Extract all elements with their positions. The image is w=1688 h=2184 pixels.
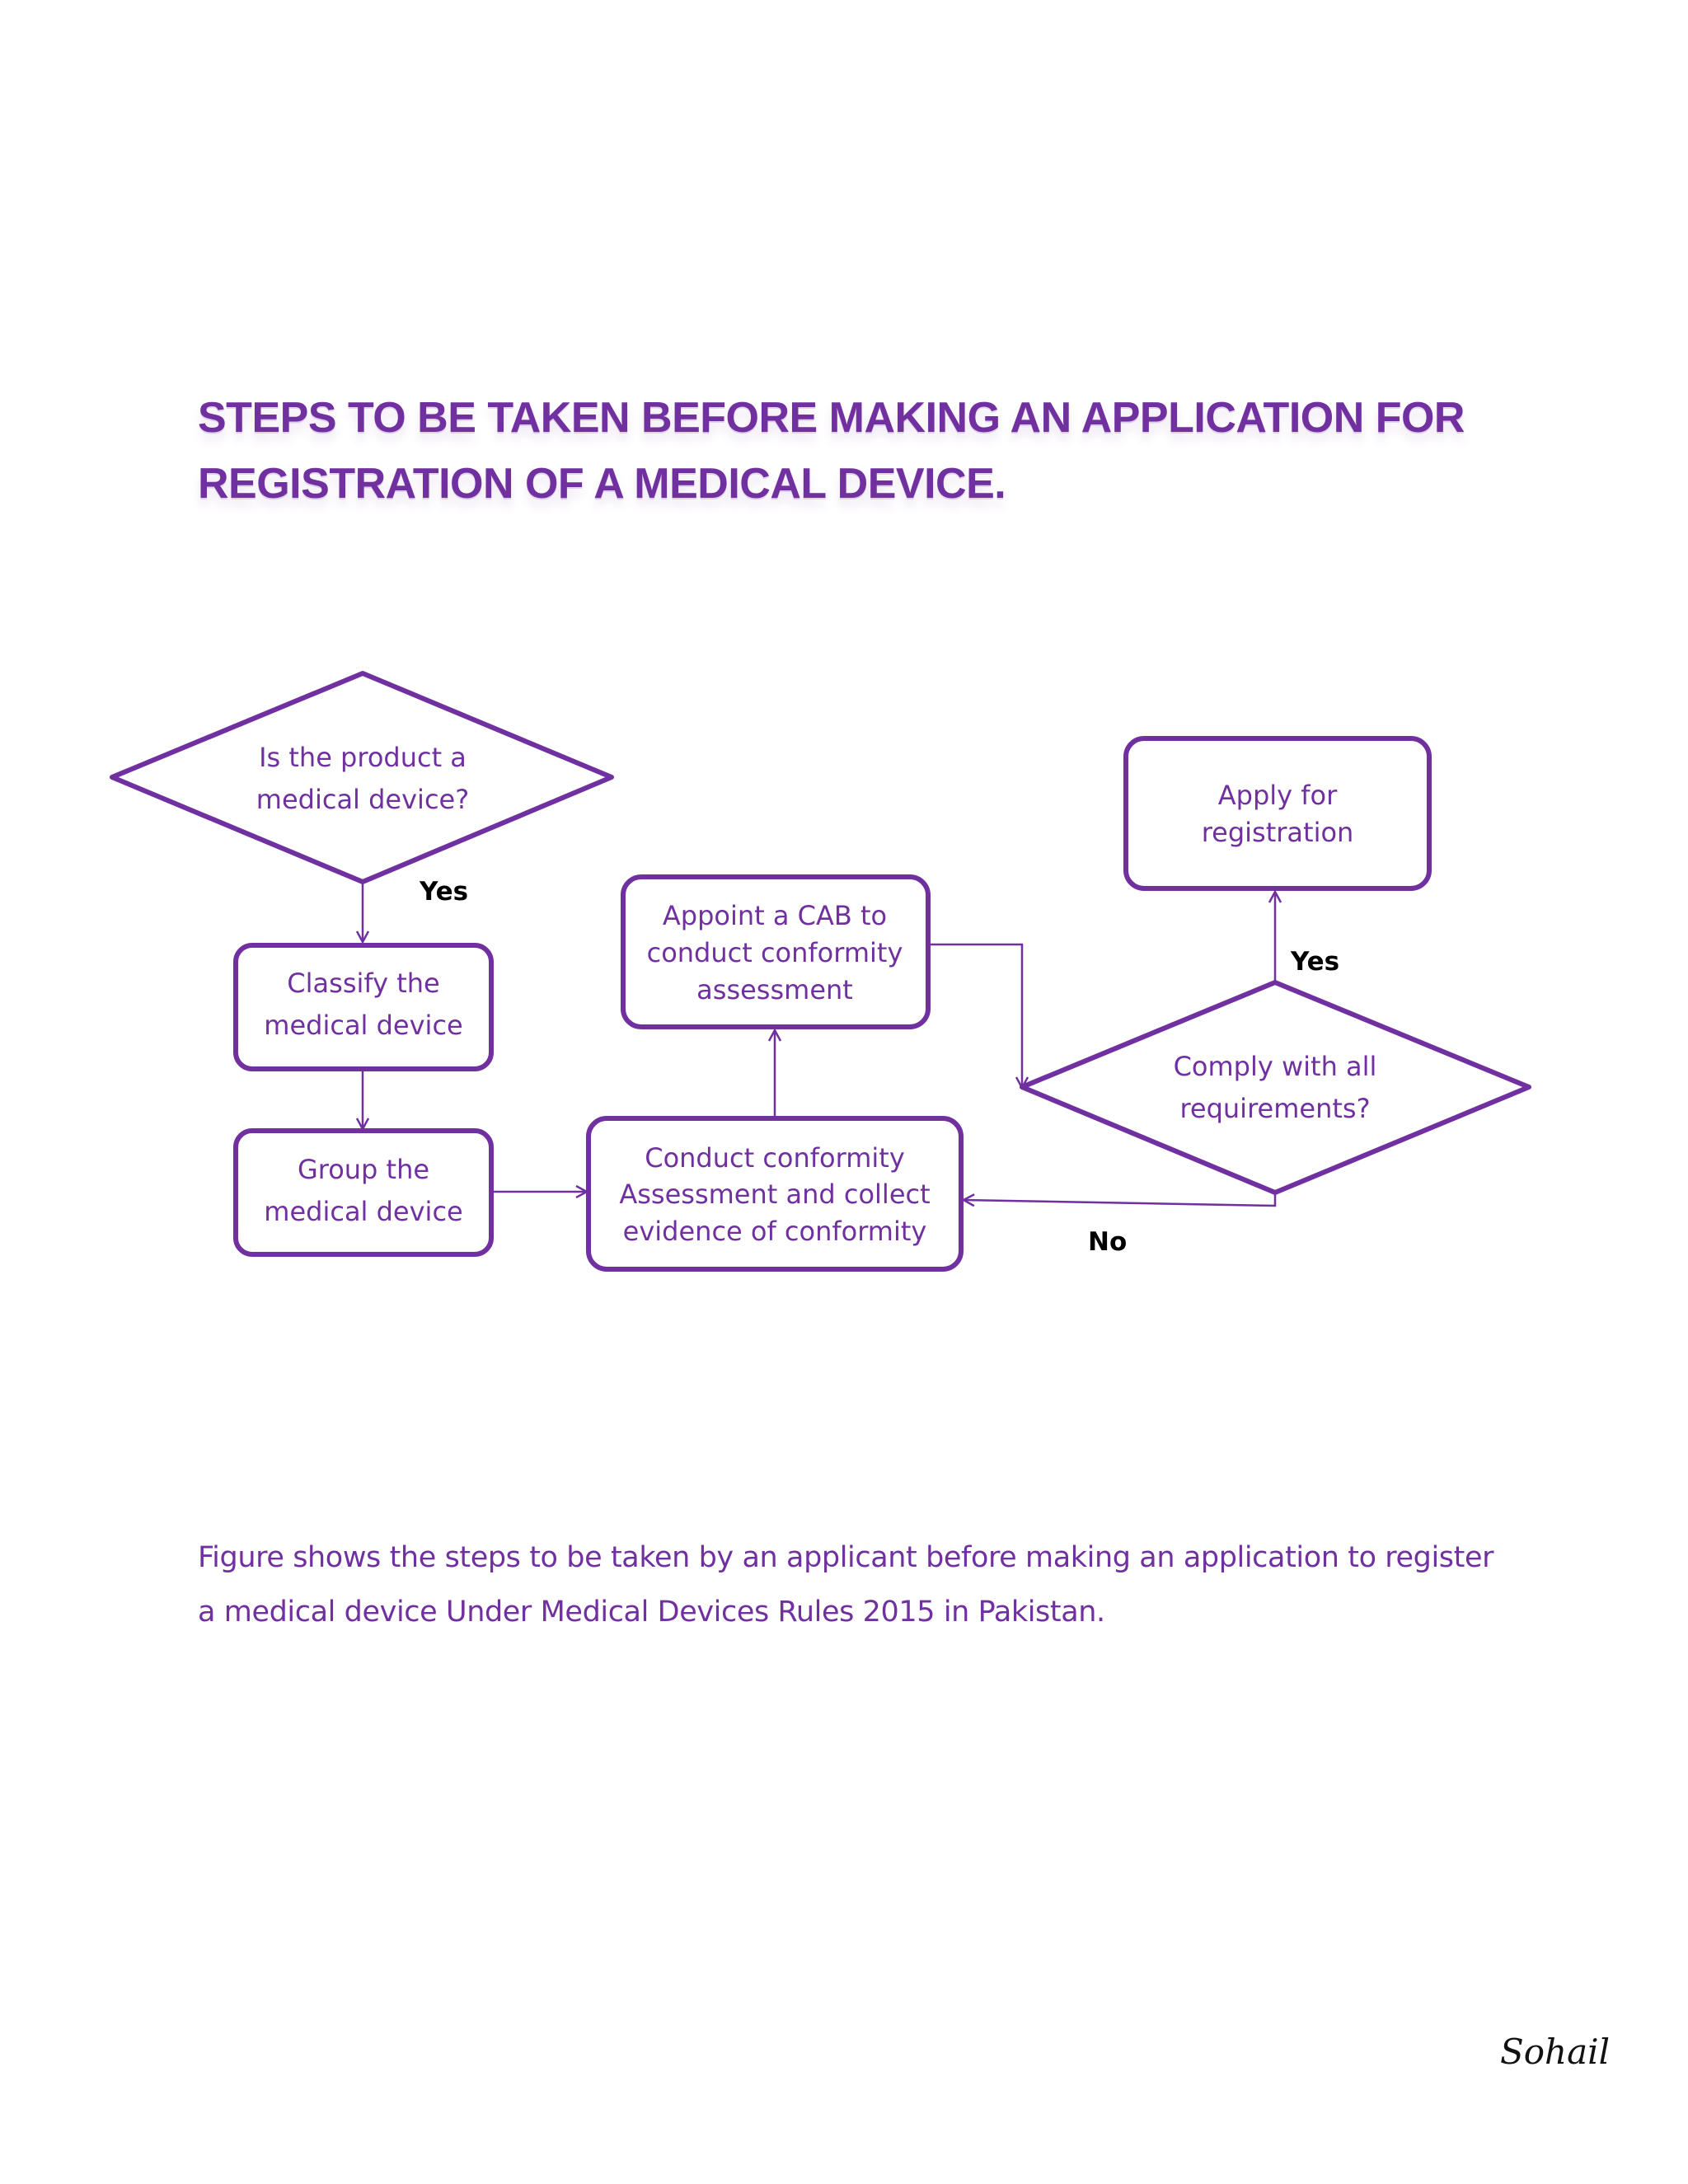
decision-comply-requirements: Comply with all requirements?: [1020, 980, 1531, 1195]
edge-label-yes-product: Yes: [419, 877, 468, 907]
step-appoint-cab: Appoint a CAB to conduct conformity asse…: [621, 874, 931, 1029]
page-title-line-2: REGISTRATION OF A MEDICAL DEVICE.: [198, 459, 1006, 508]
page-title: STEPS TO BE TAKEN BEFORE MAKING AN APPLI…: [198, 385, 1550, 517]
step-conduct-conformity-line-3: evidence of conformity: [623, 1216, 927, 1247]
decision-is-medical-device-line-1: Is the product a: [259, 742, 467, 773]
edge-label-no-comply: No: [1088, 1227, 1127, 1257]
step-classify: Classify the medical device: [233, 943, 494, 1071]
decision-comply-requirements-line-1: Comply with all: [1174, 1051, 1377, 1082]
edge-comply-to-conduct: [964, 1193, 1277, 1207]
decision-is-medical-device: Is the product a medical device?: [110, 671, 614, 884]
step-group: Group the medical device: [233, 1128, 494, 1257]
edge-label-yes-comply: Yes: [1290, 947, 1339, 977]
decision-comply-requirements-line-2: requirements?: [1179, 1093, 1370, 1124]
figure-caption: Figure shows the steps to be taken by an…: [198, 1541, 1494, 1629]
step-apply-registration: Apply for registration: [1123, 736, 1432, 891]
step-conduct-conformity-line-1: Conduct conformity: [645, 1142, 905, 1174]
page-title-line-1: STEPS TO BE TAKEN BEFORE MAKING AN APPLI…: [198, 393, 1465, 442]
step-classify-line-2: medical device: [264, 1010, 462, 1041]
step-group-line-1: Group the: [298, 1154, 429, 1185]
step-appoint-cab-line-2: conduct conformity: [647, 937, 903, 968]
step-apply-registration-line-2: registration: [1202, 817, 1354, 848]
step-appoint-cab-line-3: assessment: [696, 974, 853, 1005]
step-appoint-cab-line-1: Appoint a CAB to: [663, 900, 887, 931]
step-apply-registration-line-1: Apply for: [1218, 780, 1338, 811]
step-conduct-conformity-line-2: Assessment and collect: [619, 1179, 930, 1210]
step-group-line-2: medical device: [264, 1196, 462, 1227]
decision-is-medical-device-line-2: medical device?: [256, 784, 469, 815]
step-classify-line-1: Classify the: [287, 968, 439, 999]
step-conduct-conformity: Conduct conformity Assessment and collec…: [586, 1116, 964, 1272]
edge-appoint-to-comply: [928, 943, 1022, 1088]
connectors: [363, 882, 1277, 1207]
author-signature: Sohail: [1500, 2032, 1611, 2072]
